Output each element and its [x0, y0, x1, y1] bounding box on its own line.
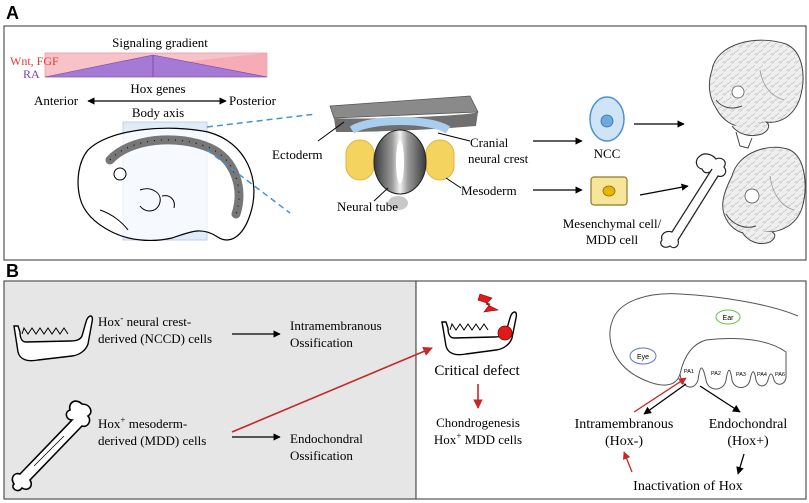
panel-b: B Hox- neural crest- derived (NCCD) cell…: [3, 261, 807, 500]
ectoderm-label: Ectoderm: [272, 147, 323, 162]
hox-mdd-cells-label: Hox+ MDD cells: [434, 431, 522, 447]
posterior-label: Posterior: [229, 93, 277, 108]
embryo-drawing: [77, 121, 255, 242]
lightning-icon: [477, 293, 499, 313]
intramembranous-hox-line1: Intramembranous: [575, 417, 674, 432]
projection-line-bottom: [206, 149, 291, 214]
long-bone-left-drawing: [11, 400, 92, 492]
ncc-label: NCC: [594, 146, 621, 161]
mesenchymal-cell: [590, 176, 628, 206]
skull-top-drawing: [708, 39, 804, 149]
endochondral-ossification-line1: Endochondral: [290, 431, 363, 446]
signaling-gradient-bar: [44, 52, 268, 78]
skull-bottom-drawing: [722, 146, 806, 245]
cross-section-drawing: [329, 95, 479, 210]
pa3-label: PA3: [736, 372, 746, 378]
neural-tube-leader: [373, 187, 389, 202]
mesenchymal-label-line1: Mesenchymal cell/: [563, 216, 662, 231]
panel-b-letter: B: [6, 261, 19, 281]
wnt-fgf-label: Wnt, FGF: [10, 54, 59, 68]
arrow-pa1-to-endochondral: [699, 385, 741, 413]
panel-b-right-box: [415, 280, 807, 500]
mesoderm-label: Mesoderm: [461, 183, 517, 198]
hox-genes-label: Hox genes: [130, 81, 185, 96]
chondrogenesis-label: Chondrogenesis: [436, 415, 520, 430]
arrow-endochondral-to-inactivation: [736, 453, 745, 475]
arrow-red-inactivation-to-intramembranous: [622, 451, 633, 473]
panel-a: A Signaling gradient Wnt, FGF RA Hox gen…: [3, 3, 807, 261]
arrow-mdd-to-critical-defect: [231, 346, 433, 433]
pa4-label: PA4: [757, 372, 767, 378]
ear-label: Ear: [723, 315, 735, 322]
arrow-red-intramembranous-to-pa1: [633, 377, 687, 413]
hox-minus-label-line1: Hox- neural crest-: [98, 313, 191, 329]
intramembranous-hox-line2: (Hox-): [605, 434, 643, 449]
cranial-neural-crest-label-line1: Cranial: [470, 135, 509, 150]
ectoderm-leader: [317, 121, 345, 142]
hox-plus-label-line2: derived (MDD) cells: [98, 433, 206, 448]
pa2-label: PA2: [711, 371, 721, 377]
body-axis-label: Body axis: [132, 105, 184, 120]
arrow-cell-to-bone: [639, 183, 689, 196]
signaling-gradient-title: Signaling gradient: [112, 35, 208, 50]
ra-label: RA: [23, 67, 40, 81]
hox-plus-label-line1: Hox+ mesoderm-: [98, 415, 187, 431]
arrow-pa1-to-intramembranous: [643, 383, 687, 415]
crest-leader: [437, 132, 471, 142]
cranial-neural-crest-label-line2: neural crest: [468, 151, 529, 166]
mandible-left-drawing: [13, 315, 94, 362]
projection-line-top: [206, 113, 317, 128]
pharyngeal-arches-drawing: Ear Eye PA1 PA2 PA3 PA4 PA6: [609, 293, 799, 390]
pa1-label: PA1: [684, 369, 694, 375]
eye-label: Eye: [637, 354, 649, 361]
inactivation-of-hox-label: Inactivation of Hox: [633, 479, 743, 494]
panel-a-letter: A: [6, 3, 19, 23]
mesenchymal-label-line2: MDD cell: [586, 232, 639, 247]
mesoderm-leader: [445, 177, 462, 189]
endochondral-hox-line2: (Hox+): [727, 434, 769, 449]
endochondral-hox-line1: Endochondral: [709, 417, 788, 432]
intramembranous-ossification-line1: Intramembranous: [290, 318, 382, 333]
critical-defect-label: Critical defect: [434, 363, 520, 379]
long-bone-drawing: [660, 153, 727, 249]
anterior-label: Anterior: [34, 93, 79, 108]
panel-b-left-box: [3, 280, 417, 500]
mandible-defect-drawing: [441, 293, 518, 356]
intramembranous-ossification-line2: Ossification: [290, 335, 353, 350]
endochondral-ossification-line2: Ossification: [290, 448, 353, 463]
pa6-label: PA6: [775, 372, 785, 378]
hox-minus-label-line2: derived (NCCD) cells: [98, 331, 212, 346]
neural-tube-label: Neural tube: [337, 199, 398, 214]
ncc-cell: [589, 96, 625, 142]
